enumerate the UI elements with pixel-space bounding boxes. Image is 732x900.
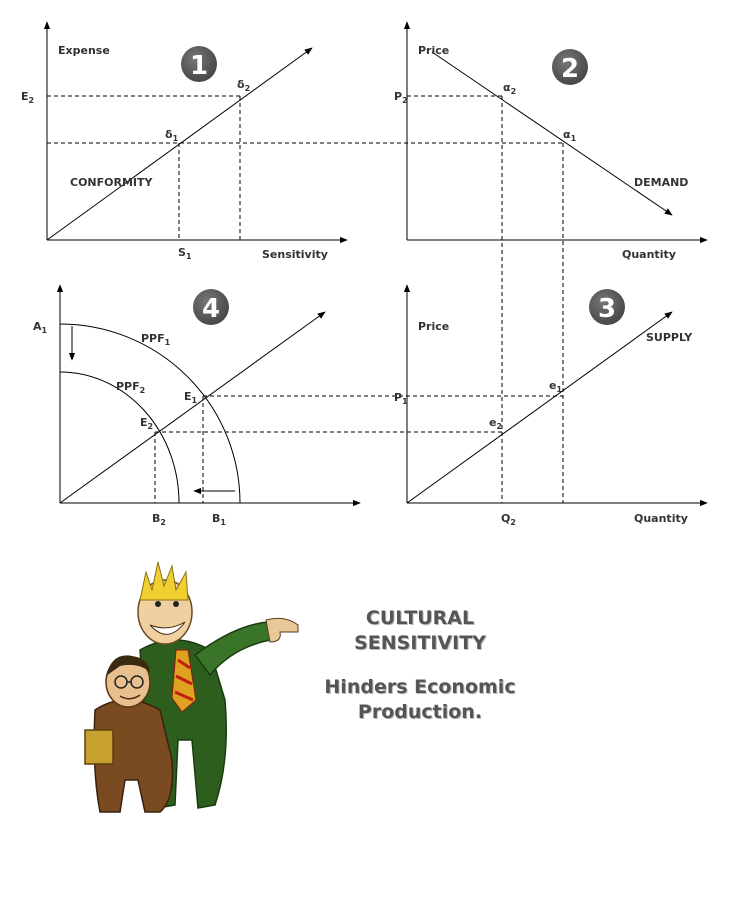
caption-subtitle-1: Hinders Economic [324,676,516,698]
ppf1-curve [59,323,241,504]
pointing-hand [265,617,299,643]
e2-label: E2 [21,90,34,105]
ppf2-curve [59,371,180,504]
panel3-number: 3 [598,294,616,324]
panel-3: 3 Price Quantity SUPPLY P1 Q2 e1 e2 [394,284,708,527]
short-man-hair [106,655,150,676]
businessmen-cartoon [84,561,299,813]
panel2-y-axis-label: Price [418,44,449,57]
panel4-number: 4 [202,294,220,324]
panel1-number: 1 [190,51,208,81]
panel4-number-badge [193,289,229,325]
s1-label: S1 [178,246,192,261]
delta1-label: δ1 [165,128,179,143]
ppf1-label: PPF1 [141,332,171,347]
e2-point-label: e2 [489,416,502,431]
short-man-mouth [119,694,141,700]
tall-man-hair [139,561,189,601]
caption-title-2: SENSITIVITY [354,632,486,654]
b2-label: B2 [152,512,166,527]
panel-2: 2 Price Quantity DEMAND P2 α2 α1 [394,21,708,503]
tall-man-eye-left [155,601,161,607]
q2-label: Q2 [501,512,516,527]
panel3-y-axis-label: Price [418,320,449,333]
panel2-number-badge [552,49,588,85]
alpha2-label: α2 [503,81,516,96]
b1-label: B1 [212,512,226,527]
briefcase [84,729,114,765]
panel1-number-badge [181,46,217,82]
tall-man-eye-right [173,601,179,607]
caption-subtitle-2: Production. [357,701,483,723]
panel1-x-axis-label: Sensitivity [262,248,328,261]
delta2-label: δ2 [237,78,250,93]
panel2-x-axis-label: Quantity [622,248,676,261]
demand-label: DEMAND [634,176,688,189]
tie-stripes [174,658,194,702]
E1-label: E1 [184,390,198,405]
tall-man-pointing-arm [193,621,271,677]
conformity-label: CONFORMITY [70,176,154,189]
p2-label: P2 [394,90,408,105]
panel1-y-axis-label: Expense [58,44,110,57]
a1-label: A1 [33,320,48,335]
panel-4: 4 A1 PPF1 PPF2 E1 E2 B1 B2 [33,284,563,527]
tall-man-grin [149,621,186,635]
ppf2-label: PPF2 [116,380,145,395]
supply-line [406,311,673,504]
panel3-number-badge [589,289,625,325]
supply-label: SUPPLY [646,331,693,344]
e1-label: e1 [549,379,562,394]
panel-1: 1 Expense Sensitivity CONFORMITY E2 S1 δ… [21,21,563,261]
p1-label: P1 [394,391,408,406]
panel4-ray [59,311,326,504]
caption-title-1: CULTURAL [365,607,475,629]
panel2-number: 2 [561,54,579,84]
E2-label: E2 [140,416,153,431]
alpha1-label: α1 [563,128,577,143]
panel3-x-axis-label: Quantity [634,512,688,525]
demand-line [431,51,673,216]
